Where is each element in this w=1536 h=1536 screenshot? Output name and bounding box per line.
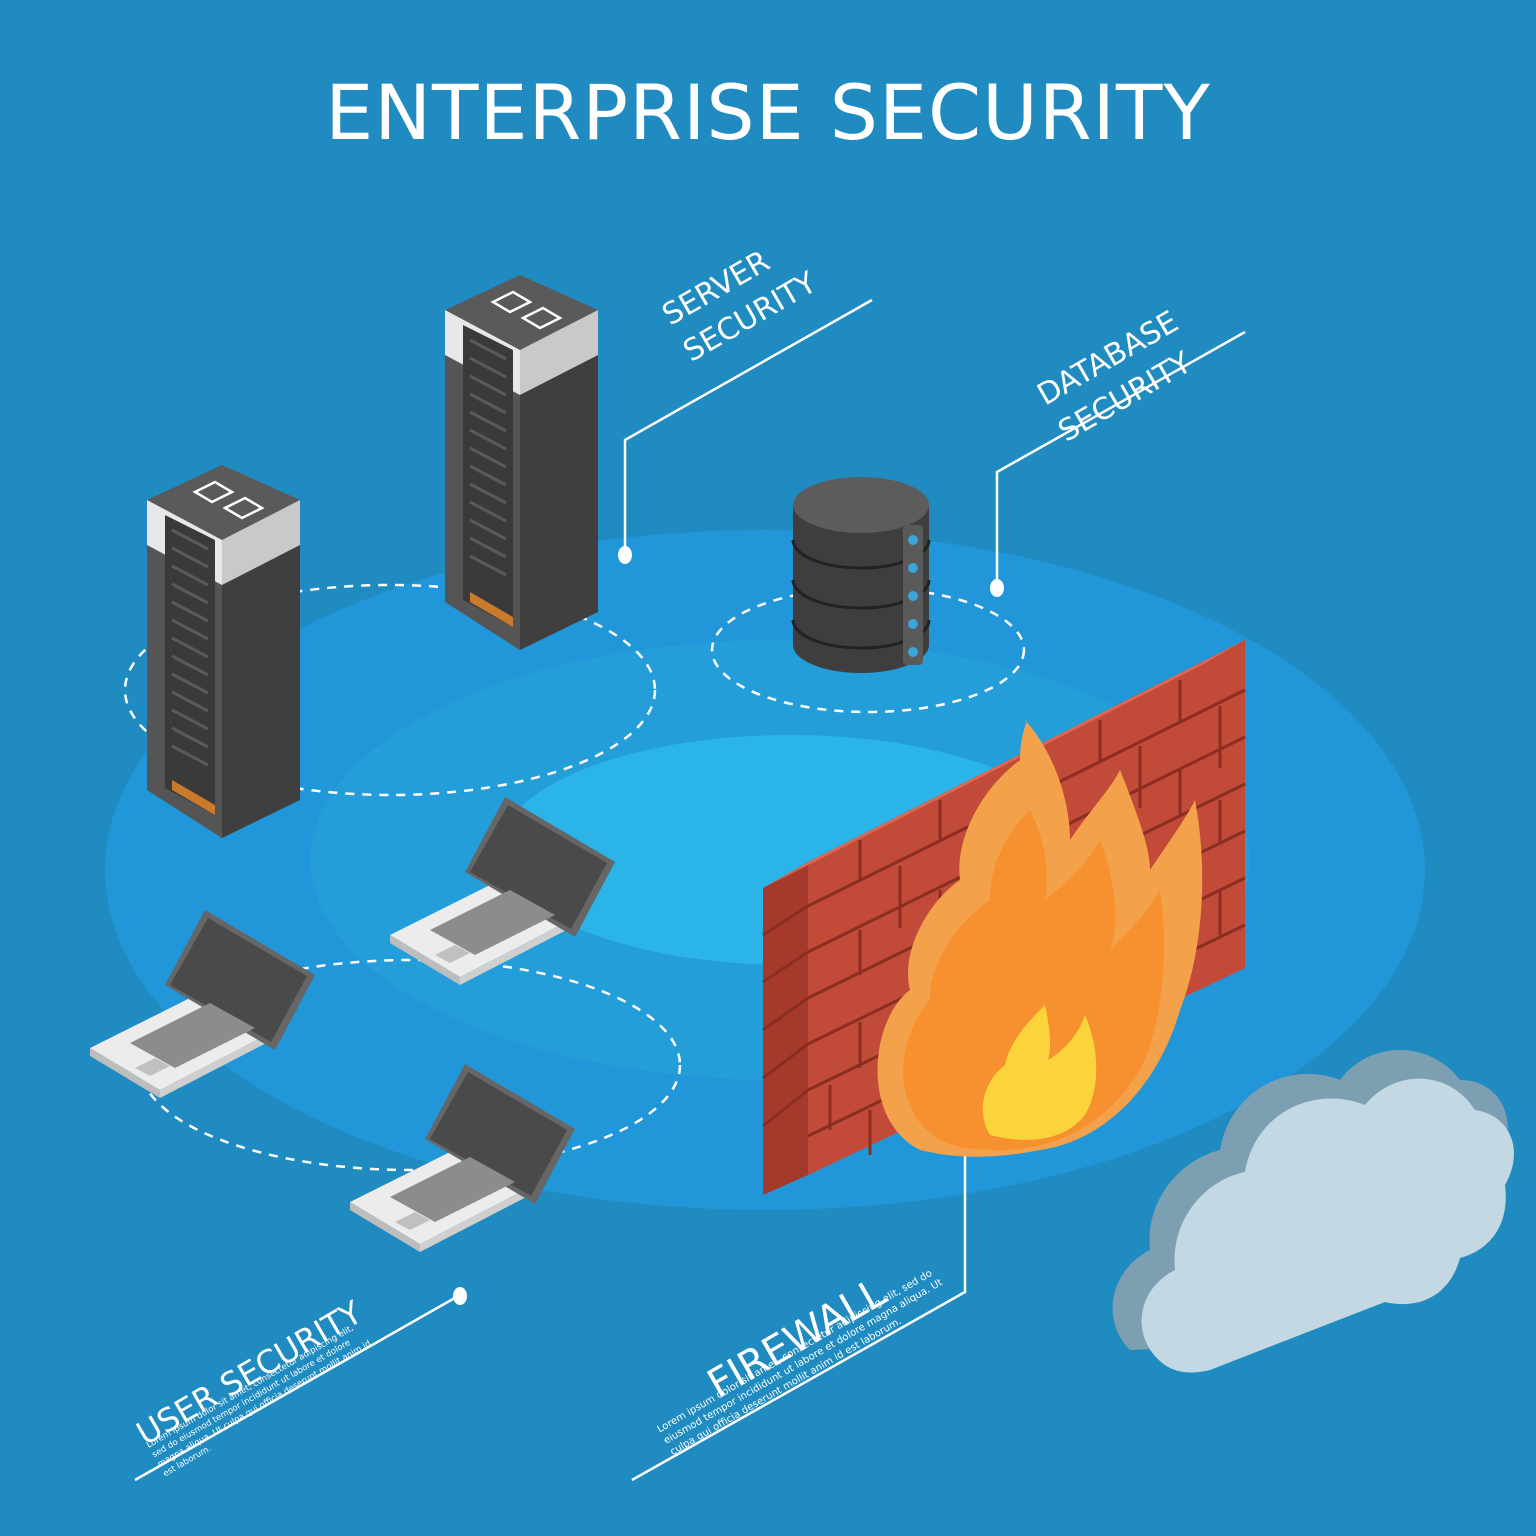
server-tower-left	[147, 465, 300, 838]
fire-icon	[877, 720, 1203, 1157]
database-icon	[791, 477, 931, 673]
server-tower-right	[445, 275, 598, 650]
laptop-icon	[90, 910, 315, 1098]
server-ring	[123, 583, 657, 797]
cloud-icon	[1112, 1050, 1514, 1373]
database-ring	[710, 586, 1026, 714]
callout-lines	[134, 298, 1246, 1482]
laptop-icon	[390, 797, 615, 985]
laptop-icon	[350, 1064, 575, 1252]
page-title: ENTERPRISE SECURITY	[325, 68, 1211, 157]
